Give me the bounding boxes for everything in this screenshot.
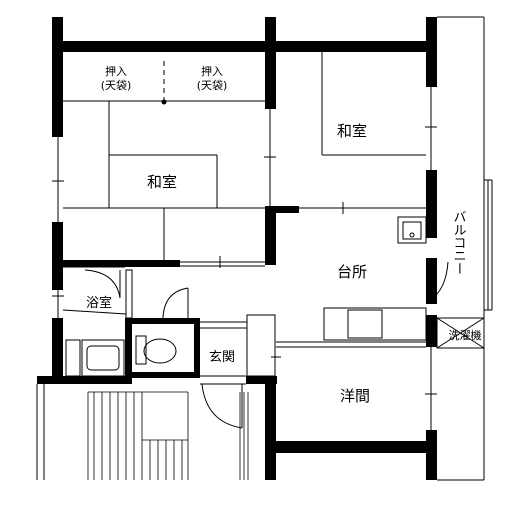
label-yokushitsu: 浴室 (86, 295, 112, 311)
label-washitsu-left: 和室 (147, 173, 177, 191)
label-daidokoro: 台所 (337, 263, 367, 281)
label-oshiire-left-sub: (天袋) (101, 78, 132, 92)
label-washitsu-right: 和室 (337, 122, 367, 140)
label-balcony: バルコニー (451, 210, 467, 275)
label-oshiire-right-sub: (天袋) (197, 78, 228, 92)
grid-marks (52, 121, 437, 400)
staircase (87, 391, 249, 480)
label-laundry: 洗濯機 (449, 328, 482, 342)
label-genkan: 玄関 (209, 350, 235, 365)
label-oshiire-left: 押入 (105, 64, 127, 78)
walls (37, 17, 437, 480)
label-youma: 洋間 (340, 387, 370, 405)
room-labels: 押入 (天袋) 押入 (天袋) 和室 和室 台所 浴室 玄関 洗濯機 洋間 バル… (86, 64, 482, 405)
label-oshiire-right: 押入 (201, 64, 223, 78)
